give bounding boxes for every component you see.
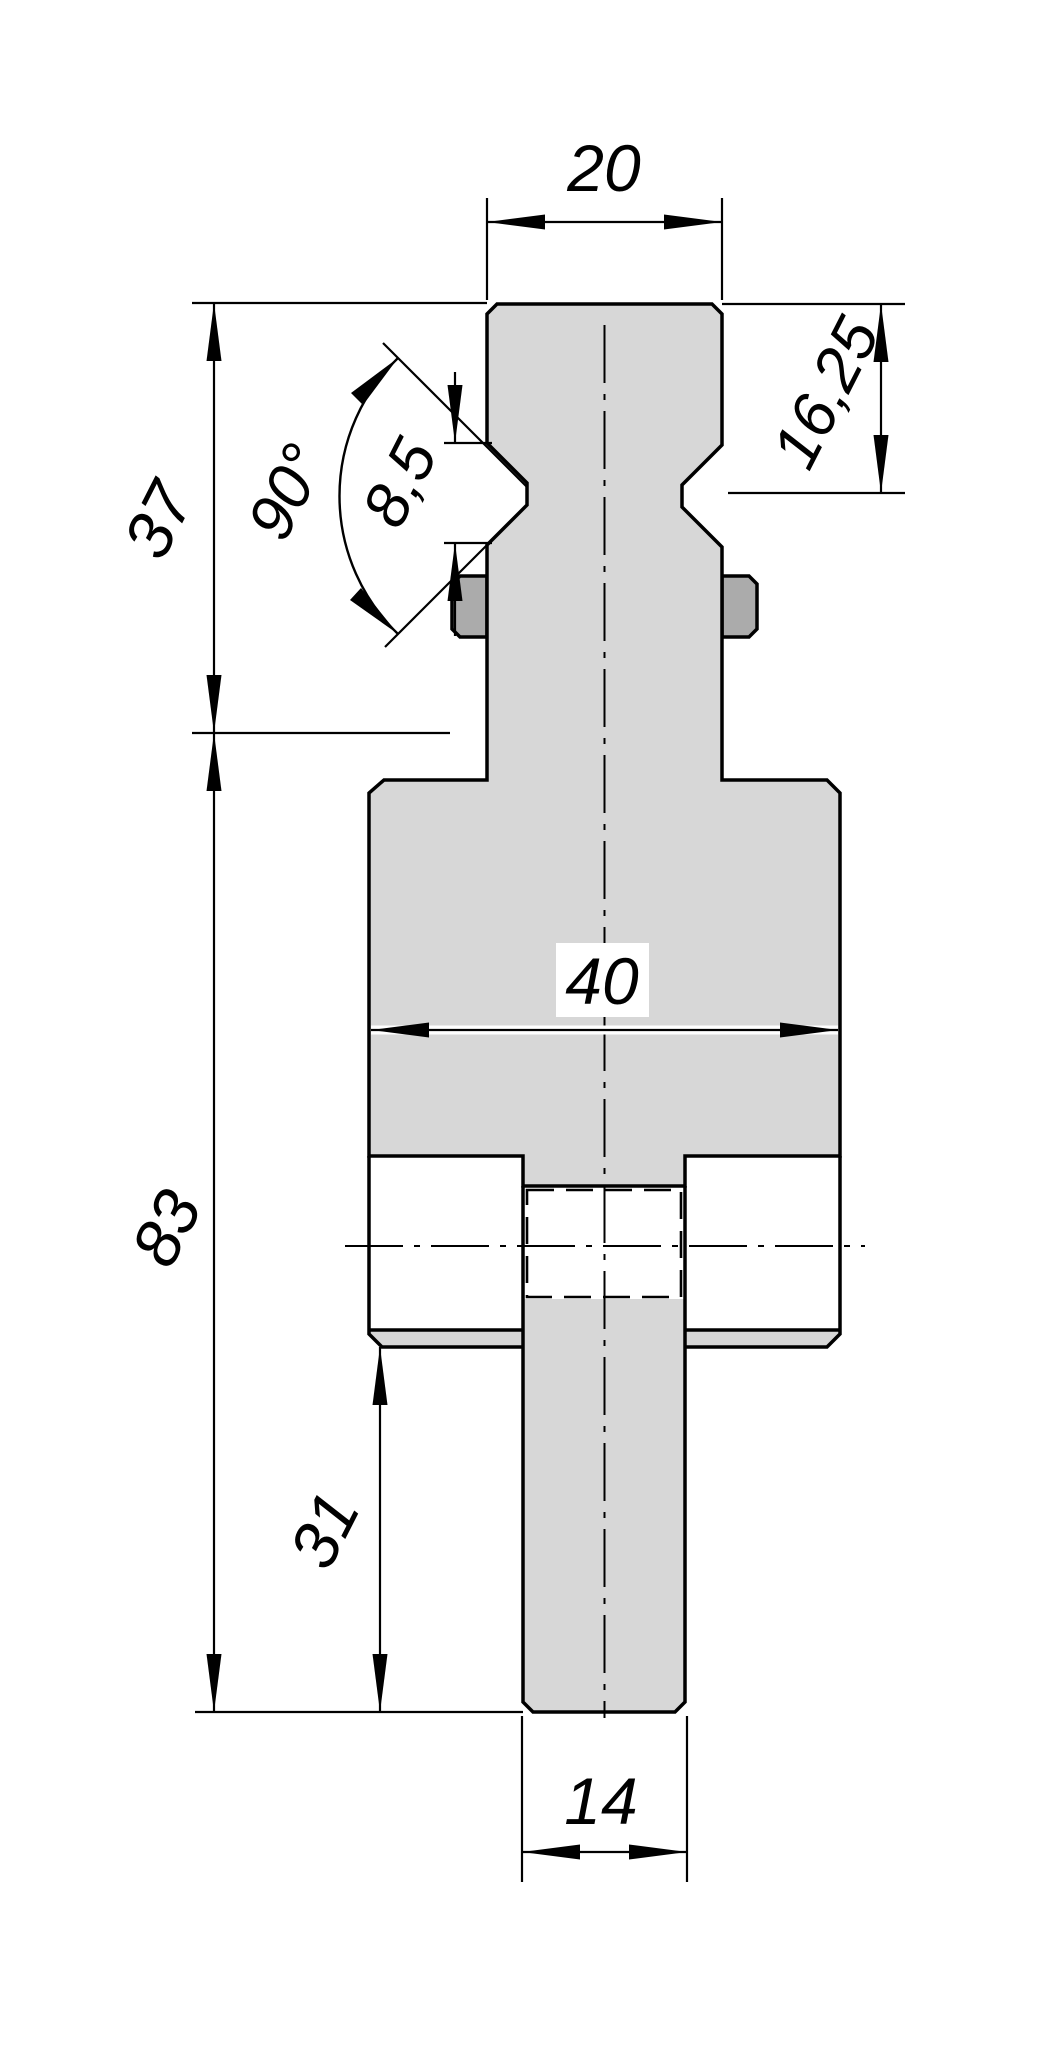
part-outline-flange-right [685,1156,842,1349]
dim-total-height-label: 83 [116,1178,215,1277]
dim-stem-width: 14 [520,1716,689,1882]
hidden-hole-outline [525,1188,683,1299]
dim-right-groove: 16,25 [722,302,905,495]
part-upper-body [369,304,840,1186]
dim-body-width-label-box [556,943,649,1017]
dim-body-width: 40 [371,943,838,1038]
dim-top-width: 20 [485,131,724,300]
dim-body-width-label: 40 [565,944,639,1018]
dim-upper-height-label: 37 [108,468,208,569]
part-outline-flange-left [367,1156,523,1349]
dim-stem-height-label: 31 [274,1480,373,1579]
dim-top-width-label: 20 [566,131,641,205]
part-flange [369,1330,840,1347]
dim-right-groove-label: 16,25 [759,306,893,479]
part-outline-stem [521,1186,687,1714]
dim-stem-width-label: 14 [564,1764,637,1838]
clamp-pin-right [720,574,759,639]
part-stem [523,1299,685,1712]
dim-notch-angle-label: 90° [234,434,340,551]
dim-stem-height: 31 [274,1347,388,1712]
dim-notch-height-label: 8,5 [349,427,452,538]
clamp-pin-left [450,574,489,639]
